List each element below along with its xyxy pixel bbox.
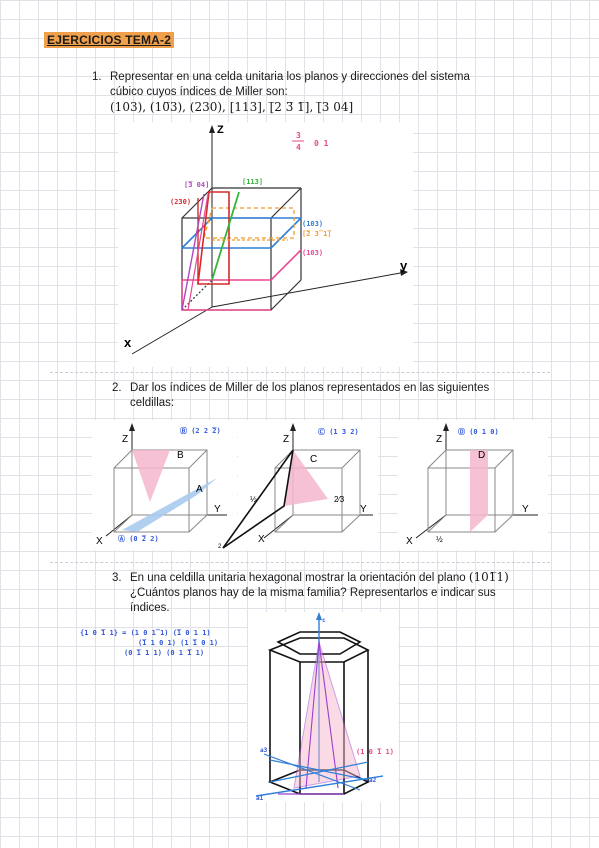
question-3-line3: índices.	[130, 602, 170, 614]
question-2-number: 2.	[112, 382, 122, 394]
question-2: 2. Dar los índices de Miller de los plano…	[112, 381, 532, 411]
fig1-label-113: [113]	[242, 178, 263, 186]
question-3-line1: En una celdilla unitaria hexagonal mostr…	[130, 572, 466, 584]
hex-plane-label: (1 0 ̅1 1)	[356, 748, 394, 756]
cell3-half: ½	[436, 535, 443, 544]
hex-label-a2: a2	[369, 777, 377, 784]
cell3-label-d: D	[478, 450, 485, 461]
fig1-axis-z: Z	[217, 124, 224, 136]
fig1-label-304: [̅3 04]	[184, 181, 209, 189]
cell1-answer-b: Ⓑ (2 2 ̅2)	[180, 426, 221, 435]
fig1-label-230: (230)	[170, 198, 191, 206]
hex-label-a3: a3	[260, 747, 268, 754]
page-title: EJERCICIOS TEMA-2	[44, 32, 175, 48]
cell2-axis-z: Z	[283, 434, 289, 445]
cell3-axis-z: Z	[436, 434, 442, 445]
cell3-axis-x: X	[406, 536, 413, 547]
family-notes: {1 0 ̅1 1} = (1 0 1̅ 1) (̅1 0 1 1) (̅1 1…	[80, 628, 218, 658]
cell2-label-c: C	[310, 454, 317, 465]
fig1-note-num: 3	[296, 131, 301, 140]
question-2-line1: Dar los índices de Miller de los planos …	[130, 382, 490, 394]
fig1-note-rest: 0 1	[314, 139, 329, 148]
cell2-axis-x: X	[258, 534, 265, 545]
cell1-answer-a: Ⓐ (0 ̅2 2)	[118, 534, 159, 543]
cell2-twothirds: 2⁄3	[334, 495, 345, 504]
fig1-label-103: (103)	[302, 220, 323, 228]
question-1-number: 1.	[92, 71, 102, 83]
fig1-label-103b: (103)	[302, 249, 323, 257]
question-1-indices: (103), (10̅3), (230), [113], [̅2 3̅ 1̅],…	[110, 100, 354, 114]
family-line-1: {1 0 ̅1 1} = (1 0 1̅ 1) (̅1 0 1 1)	[80, 629, 211, 637]
fig1-axis-x: x	[124, 335, 132, 350]
cell1-label-b: B	[177, 450, 184, 461]
question-3-number: 3.	[112, 572, 122, 584]
question-3-plane: (101̅1)	[468, 570, 509, 584]
question-3-line2: ¿Cuántos planos hay de la misma familia?…	[130, 587, 496, 599]
cell3-axis-y: Y	[522, 504, 529, 515]
hex-label-c: c	[322, 617, 326, 624]
hex-label-a1: a1	[256, 795, 264, 802]
fig1-label-231: [̅2 3̅ 1̅]	[302, 230, 332, 238]
cell2-axis-y: Y	[360, 504, 367, 515]
question-3: 3. En una celdilla unitaria hexagonal mos…	[112, 570, 542, 616]
cell1-axis-y: Y	[214, 504, 221, 515]
figure-1-cubic-cell: Z y x 3 4 0 1 [̅3 04] [113] (230) (103) …	[118, 122, 413, 367]
cell2-answer-c: Ⓒ (1 3 2)	[318, 427, 359, 436]
question-1: 1. Representar en una celda unitaria los …	[92, 70, 532, 115]
figure-2-cell-2: Z Y X C Ⓒ (1 3 2) ½ 2⁄3 2	[218, 420, 378, 550]
question-1-line1: Representar en una celda unitaria los pl…	[110, 71, 470, 83]
cell1-label-a: A	[196, 484, 203, 495]
family-line-3: (0 ̅1 1 1) (0 1 ̅1 1)	[124, 649, 205, 657]
question-1-line2: cúbico cuyos índices de Miller son:	[110, 86, 288, 98]
fig1-axis-y: y	[400, 258, 408, 273]
figure-2-cell-3: Z Y X D Ⓓ (0 1 0) ½	[398, 420, 548, 550]
cell2-two: 2	[218, 544, 222, 550]
fig1-note-den: 4	[296, 143, 301, 152]
question-2-line2: celdillas:	[130, 397, 175, 409]
family-line-2: (̅1 1 0 1) (1 ̅1 0 1)	[138, 639, 219, 647]
figure-3-hexagonal-cell: c a3 a1 a2	[248, 612, 398, 802]
cell1-axis-x: X	[96, 536, 103, 547]
figure-2-cell-1: Z Y X B A Ⓑ (2 2 ̅2) Ⓐ (0 ̅2 2)	[92, 420, 237, 550]
cell1-axis-z: Z	[122, 434, 128, 445]
cell3-answer-d: Ⓓ (0 1 0)	[458, 427, 499, 436]
cell2-half: ½	[250, 495, 257, 504]
